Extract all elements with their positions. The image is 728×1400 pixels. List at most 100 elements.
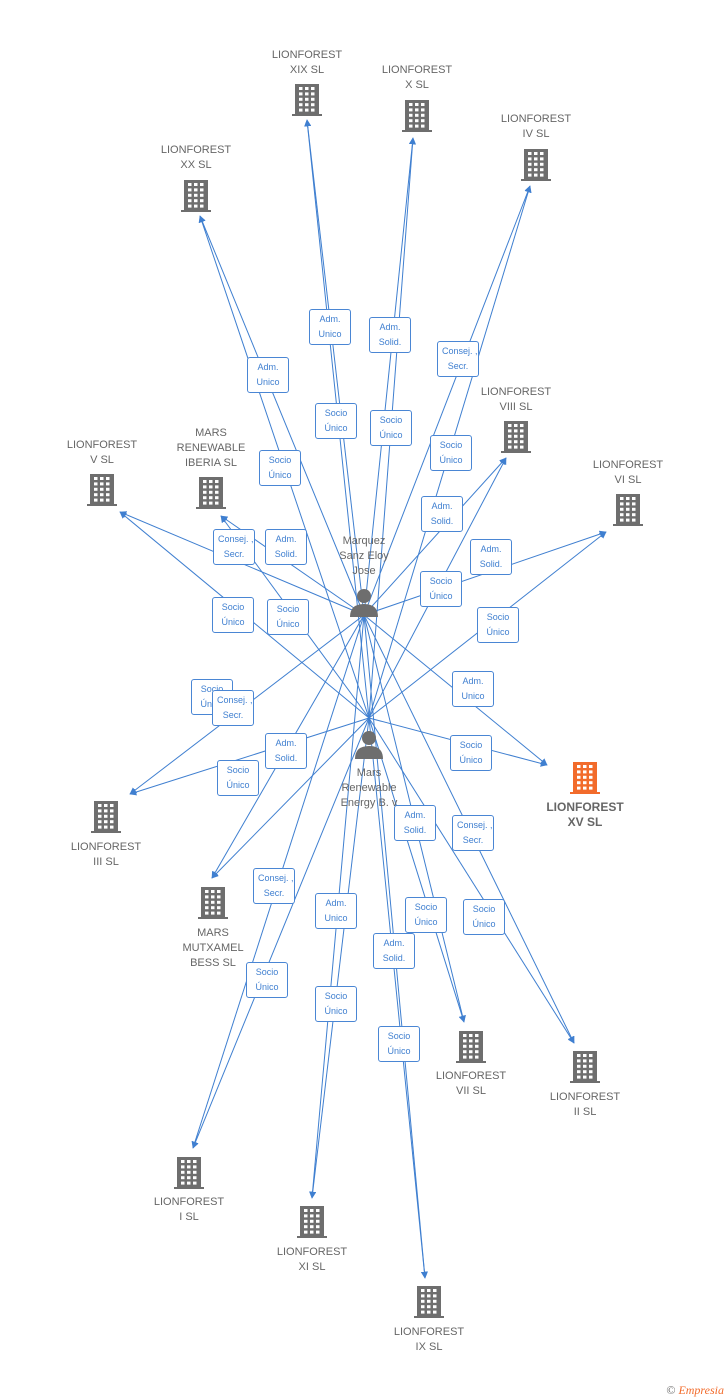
edge-label-marquez-mri[interactable]: Adm.Solid. bbox=[265, 529, 307, 565]
edge-label-marquez-ii[interactable]: Consej. ,Secr. bbox=[452, 815, 494, 851]
node-label-line: IBERIA SL bbox=[185, 457, 237, 469]
edge-label-marquez-v[interactable]: Consej. ,Secr. bbox=[213, 529, 255, 565]
edge-label-line: Socio bbox=[276, 604, 300, 614]
edge-label-line: Socio bbox=[429, 576, 453, 586]
node-label-line: VIII SL bbox=[499, 401, 533, 413]
edge-label-line: Único bbox=[221, 617, 245, 627]
footer-credit: © Empresia bbox=[666, 1383, 724, 1398]
edge-label-line: Adm. bbox=[480, 544, 502, 554]
edge-marquez-xix bbox=[304, 119, 365, 616]
node-label-line: LIONFOREST bbox=[66, 439, 138, 451]
node-label-line: LIONFOREST bbox=[160, 144, 232, 156]
edge-label-line: Adm. bbox=[275, 738, 297, 748]
edge-label-marquez-iv[interactable]: Consej. ,Secr. bbox=[437, 341, 479, 377]
node-label-line: Mars bbox=[356, 767, 382, 779]
edge-label-marquez-xx[interactable]: Adm.Unico bbox=[247, 357, 289, 393]
building-icon bbox=[456, 1031, 486, 1063]
edge-label-mars-mmb[interactable]: Adm.Solid. bbox=[265, 733, 307, 769]
edge-label-marquez-i[interactable]: Consej. ,Secr. bbox=[253, 868, 295, 904]
edge-label-line: Secr. bbox=[447, 361, 469, 371]
edge-label-marquez-xi[interactable]: Adm.Unico bbox=[315, 893, 357, 929]
node-label-line: MUTXAMEL bbox=[182, 942, 244, 954]
edge-label-line: Adm. bbox=[319, 314, 341, 324]
edge-label-line: Solid. bbox=[382, 953, 406, 963]
node-label-line: LIONFOREST bbox=[271, 49, 343, 61]
company-node-iii[interactable]: LIONFOREST III SL bbox=[51, 840, 161, 870]
building-icon bbox=[521, 149, 551, 181]
node-label-line: Jose bbox=[352, 565, 376, 577]
edge-mars-ii bbox=[368, 717, 575, 1044]
edge-label-line: Único bbox=[255, 982, 279, 992]
node-label-line: LIONFOREST bbox=[500, 113, 572, 125]
edge-label-line: Unico bbox=[256, 377, 280, 387]
edge-label-marquez-viii[interactable]: Adm.Solid. bbox=[421, 496, 463, 532]
node-label-line: LIONFOREST bbox=[276, 1246, 348, 1258]
edge-label-marquez-vii[interactable]: Adm.Solid. bbox=[394, 805, 436, 841]
edge-label-marquez-x[interactable]: Adm.Solid. bbox=[369, 317, 411, 353]
node-label-line: III SL bbox=[93, 856, 119, 868]
edge-label-line: Socio bbox=[324, 991, 348, 1001]
edge-label-marquez-xix[interactable]: Adm.Unico bbox=[309, 309, 351, 345]
node-label-line: VII SL bbox=[456, 1085, 486, 1097]
edge-label-line: Solid. bbox=[274, 549, 298, 559]
edge-label-marquez-mmb[interactable]: Consej. ,Secr. bbox=[212, 690, 254, 726]
copyright-symbol: © bbox=[666, 1383, 676, 1397]
edge-marquez-iv bbox=[363, 185, 531, 616]
building-icon bbox=[181, 180, 211, 212]
edge-label-marquez-ix[interactable]: Adm.Solid. bbox=[373, 933, 415, 969]
node-label-line: BESS SL bbox=[190, 957, 236, 969]
edge-label-line: Solid. bbox=[378, 337, 402, 347]
edge-label-line: Único bbox=[324, 423, 348, 433]
node-label-line: LIONFOREST bbox=[153, 1196, 225, 1208]
edge-label-line: Socio bbox=[268, 455, 292, 465]
edge-label-marquez-xv[interactable]: Adm.Unico bbox=[452, 671, 494, 707]
person-icon bbox=[355, 731, 383, 759]
building-icon bbox=[613, 494, 643, 526]
node-label-line: X SL bbox=[405, 79, 429, 91]
node-label-line: MARS bbox=[195, 427, 227, 439]
node-label-line: LIONFOREST bbox=[70, 841, 142, 853]
building-icon bbox=[87, 474, 117, 506]
node-label-line: Marquez bbox=[342, 535, 386, 547]
edge-label-marquez-vi[interactable]: Adm.Solid. bbox=[470, 539, 512, 575]
node-label-line: LIONFOREST bbox=[592, 459, 664, 471]
edge-label-line: Secr. bbox=[222, 710, 244, 720]
